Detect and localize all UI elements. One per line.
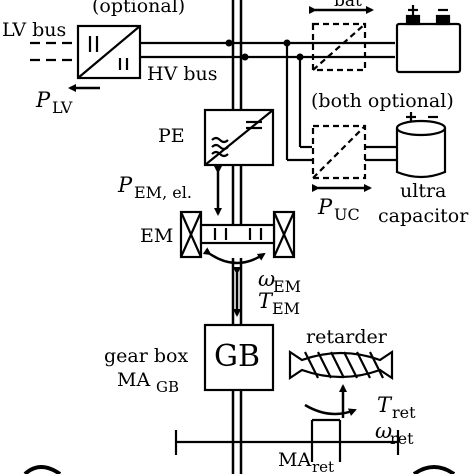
retarder-icon bbox=[288, 349, 394, 381]
em-rotation-arrow bbox=[202, 247, 266, 265]
ultracapacitor-icon bbox=[395, 112, 447, 179]
axle bbox=[174, 418, 400, 462]
hv-bus-lines bbox=[140, 41, 397, 162]
p-uc-label: P bbox=[317, 195, 333, 219]
t-em-subscript: EM bbox=[272, 299, 300, 318]
retarder-label: retarder bbox=[306, 326, 388, 348]
ret-rotation-arrow bbox=[304, 403, 357, 416]
ultra-label: ultra bbox=[400, 180, 446, 202]
wheel-left bbox=[23, 465, 62, 474]
omega-em-label: ω bbox=[258, 267, 275, 291]
bat-label: bat bbox=[334, 0, 362, 11]
p-lv-subscript: LV bbox=[52, 98, 73, 117]
omega-ret-subscript: ret bbox=[390, 429, 414, 448]
battery-icon bbox=[395, 5, 462, 74]
lv-bus-label: LV bus bbox=[2, 19, 66, 41]
pe-label: PE bbox=[158, 125, 185, 147]
hv-bus-label: HV bus bbox=[147, 63, 217, 85]
omega-ret-label: ω bbox=[375, 419, 392, 443]
ma-gb-label: MA bbox=[117, 369, 150, 391]
converter-icon bbox=[76, 24, 142, 80]
capacitor-label: capacitor bbox=[378, 205, 469, 227]
em-label: EM bbox=[140, 225, 173, 247]
electric-machine-icon bbox=[179, 210, 296, 259]
p-em-el-label: P bbox=[117, 173, 133, 197]
battery-converter bbox=[311, 22, 367, 72]
gear-box bbox=[203, 323, 275, 392]
omega-em-subscript: EM bbox=[273, 277, 301, 296]
ma-gb-subscript: GB bbox=[156, 378, 179, 396]
t-em-label: T bbox=[258, 289, 274, 313]
optional-label-top: (optional) bbox=[92, 0, 185, 17]
uc-converter bbox=[311, 124, 367, 180]
p-lv-label: P bbox=[35, 88, 51, 112]
p-em-el-subscript: EM, el. bbox=[134, 183, 192, 202]
both-optional-label: (both optional) bbox=[311, 90, 454, 112]
gb-label: GB bbox=[214, 339, 260, 374]
t-ret-label: T bbox=[377, 393, 393, 417]
p-uc-subscript: UC bbox=[334, 205, 360, 224]
ma-ret-label: MA bbox=[278, 449, 311, 471]
wheel-right bbox=[412, 465, 456, 474]
ma-ret-subscript: ret bbox=[312, 458, 334, 474]
gear-box-label: gear box bbox=[104, 345, 188, 367]
lv-bus-lines bbox=[30, 41, 78, 62]
t-ret-subscript: ret bbox=[392, 403, 416, 422]
bus-junction-dots bbox=[225, 39, 304, 61]
power-electronics-icon bbox=[203, 108, 275, 167]
